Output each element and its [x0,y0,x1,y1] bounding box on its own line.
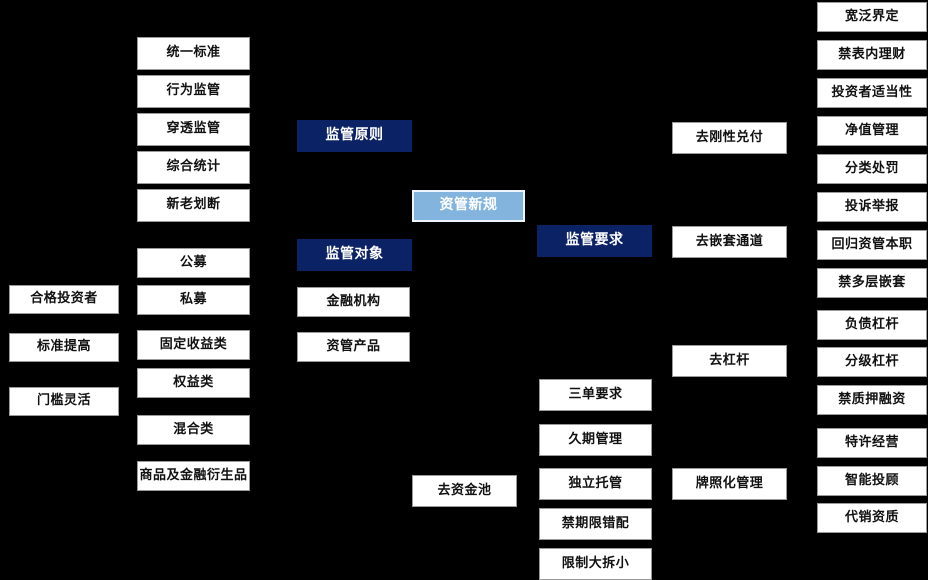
node-rigid_payment-3[interactable]: 净值管理 [817,116,927,146]
node-investors-1[interactable]: 标准提高 [9,333,119,362]
node-requirements-2[interactable]: 独立托管 [539,468,652,500]
node-rigid_payment-1[interactable]: 禁表内理财 [817,40,927,70]
node-products-0[interactable]: 公募 [137,248,250,278]
node-rigid_payment-5[interactable]: 投诉举报 [817,192,927,222]
node-deleverage-2[interactable]: 禁质押融资 [817,385,927,415]
node-subjects-1[interactable]: 资管产品 [297,332,410,362]
node-deleverage-1[interactable]: 分级杠杆 [817,347,927,377]
category-node-0[interactable]: 监管原则 [297,120,412,152]
node-rigid_payment-2[interactable]: 投资者适当性 [817,78,927,108]
node-requirements-3[interactable]: 禁期限错配 [539,508,652,540]
node-products-4[interactable]: 混合类 [137,415,250,445]
node-principles-0[interactable]: 统一标准 [137,37,250,70]
node-investors-0[interactable]: 合格投资者 [9,285,119,314]
branch-node-0[interactable]: 去刚性兑付 [672,122,787,154]
node-nesting-0[interactable]: 回归资管本职 [817,230,927,260]
node-subjects-0[interactable]: 金融机构 [297,287,410,317]
node-requirements-0[interactable]: 三单要求 [539,379,652,411]
node-products-5[interactable]: 商品及金融衍生品 [137,461,250,491]
node-products-2[interactable]: 固定收益类 [137,330,250,360]
node-principles-1[interactable]: 行为监管 [137,75,250,108]
node-principles-3[interactable]: 综合统计 [137,151,250,184]
node-products-1[interactable]: 私募 [137,285,250,315]
node-licensing-0[interactable]: 特许经营 [817,428,927,458]
node-deleverage-0[interactable]: 负债杠杆 [817,310,927,340]
node-investors-2[interactable]: 门槛灵活 [9,387,119,416]
branch-node-3[interactable]: 牌照化管理 [672,468,787,500]
branch-node-4[interactable]: 去资金池 [412,475,517,507]
node-products-3[interactable]: 权益类 [137,368,250,398]
branch-node-1[interactable]: 去嵌套通道 [672,226,787,258]
category-node-1[interactable]: 监管对象 [297,239,412,271]
node-rigid_payment-4[interactable]: 分类处罚 [817,154,927,184]
node-nesting-1[interactable]: 禁多层嵌套 [817,268,927,298]
root-node[interactable]: 资管新规 [412,190,525,222]
node-principles-2[interactable]: 穿透监管 [137,113,250,146]
node-licensing-1[interactable]: 智能投顾 [817,466,927,496]
node-principles-4[interactable]: 新老划断 [137,189,250,222]
node-licensing-2[interactable]: 代销资质 [817,503,927,533]
node-rigid_payment-0[interactable]: 宽泛界定 [817,2,927,32]
node-requirements-4[interactable]: 限制大拆小 [539,548,652,580]
node-requirements-1[interactable]: 久期管理 [539,424,652,456]
category-node-2[interactable]: 监管要求 [537,225,652,257]
branch-node-2[interactable]: 去杠杆 [672,345,787,377]
